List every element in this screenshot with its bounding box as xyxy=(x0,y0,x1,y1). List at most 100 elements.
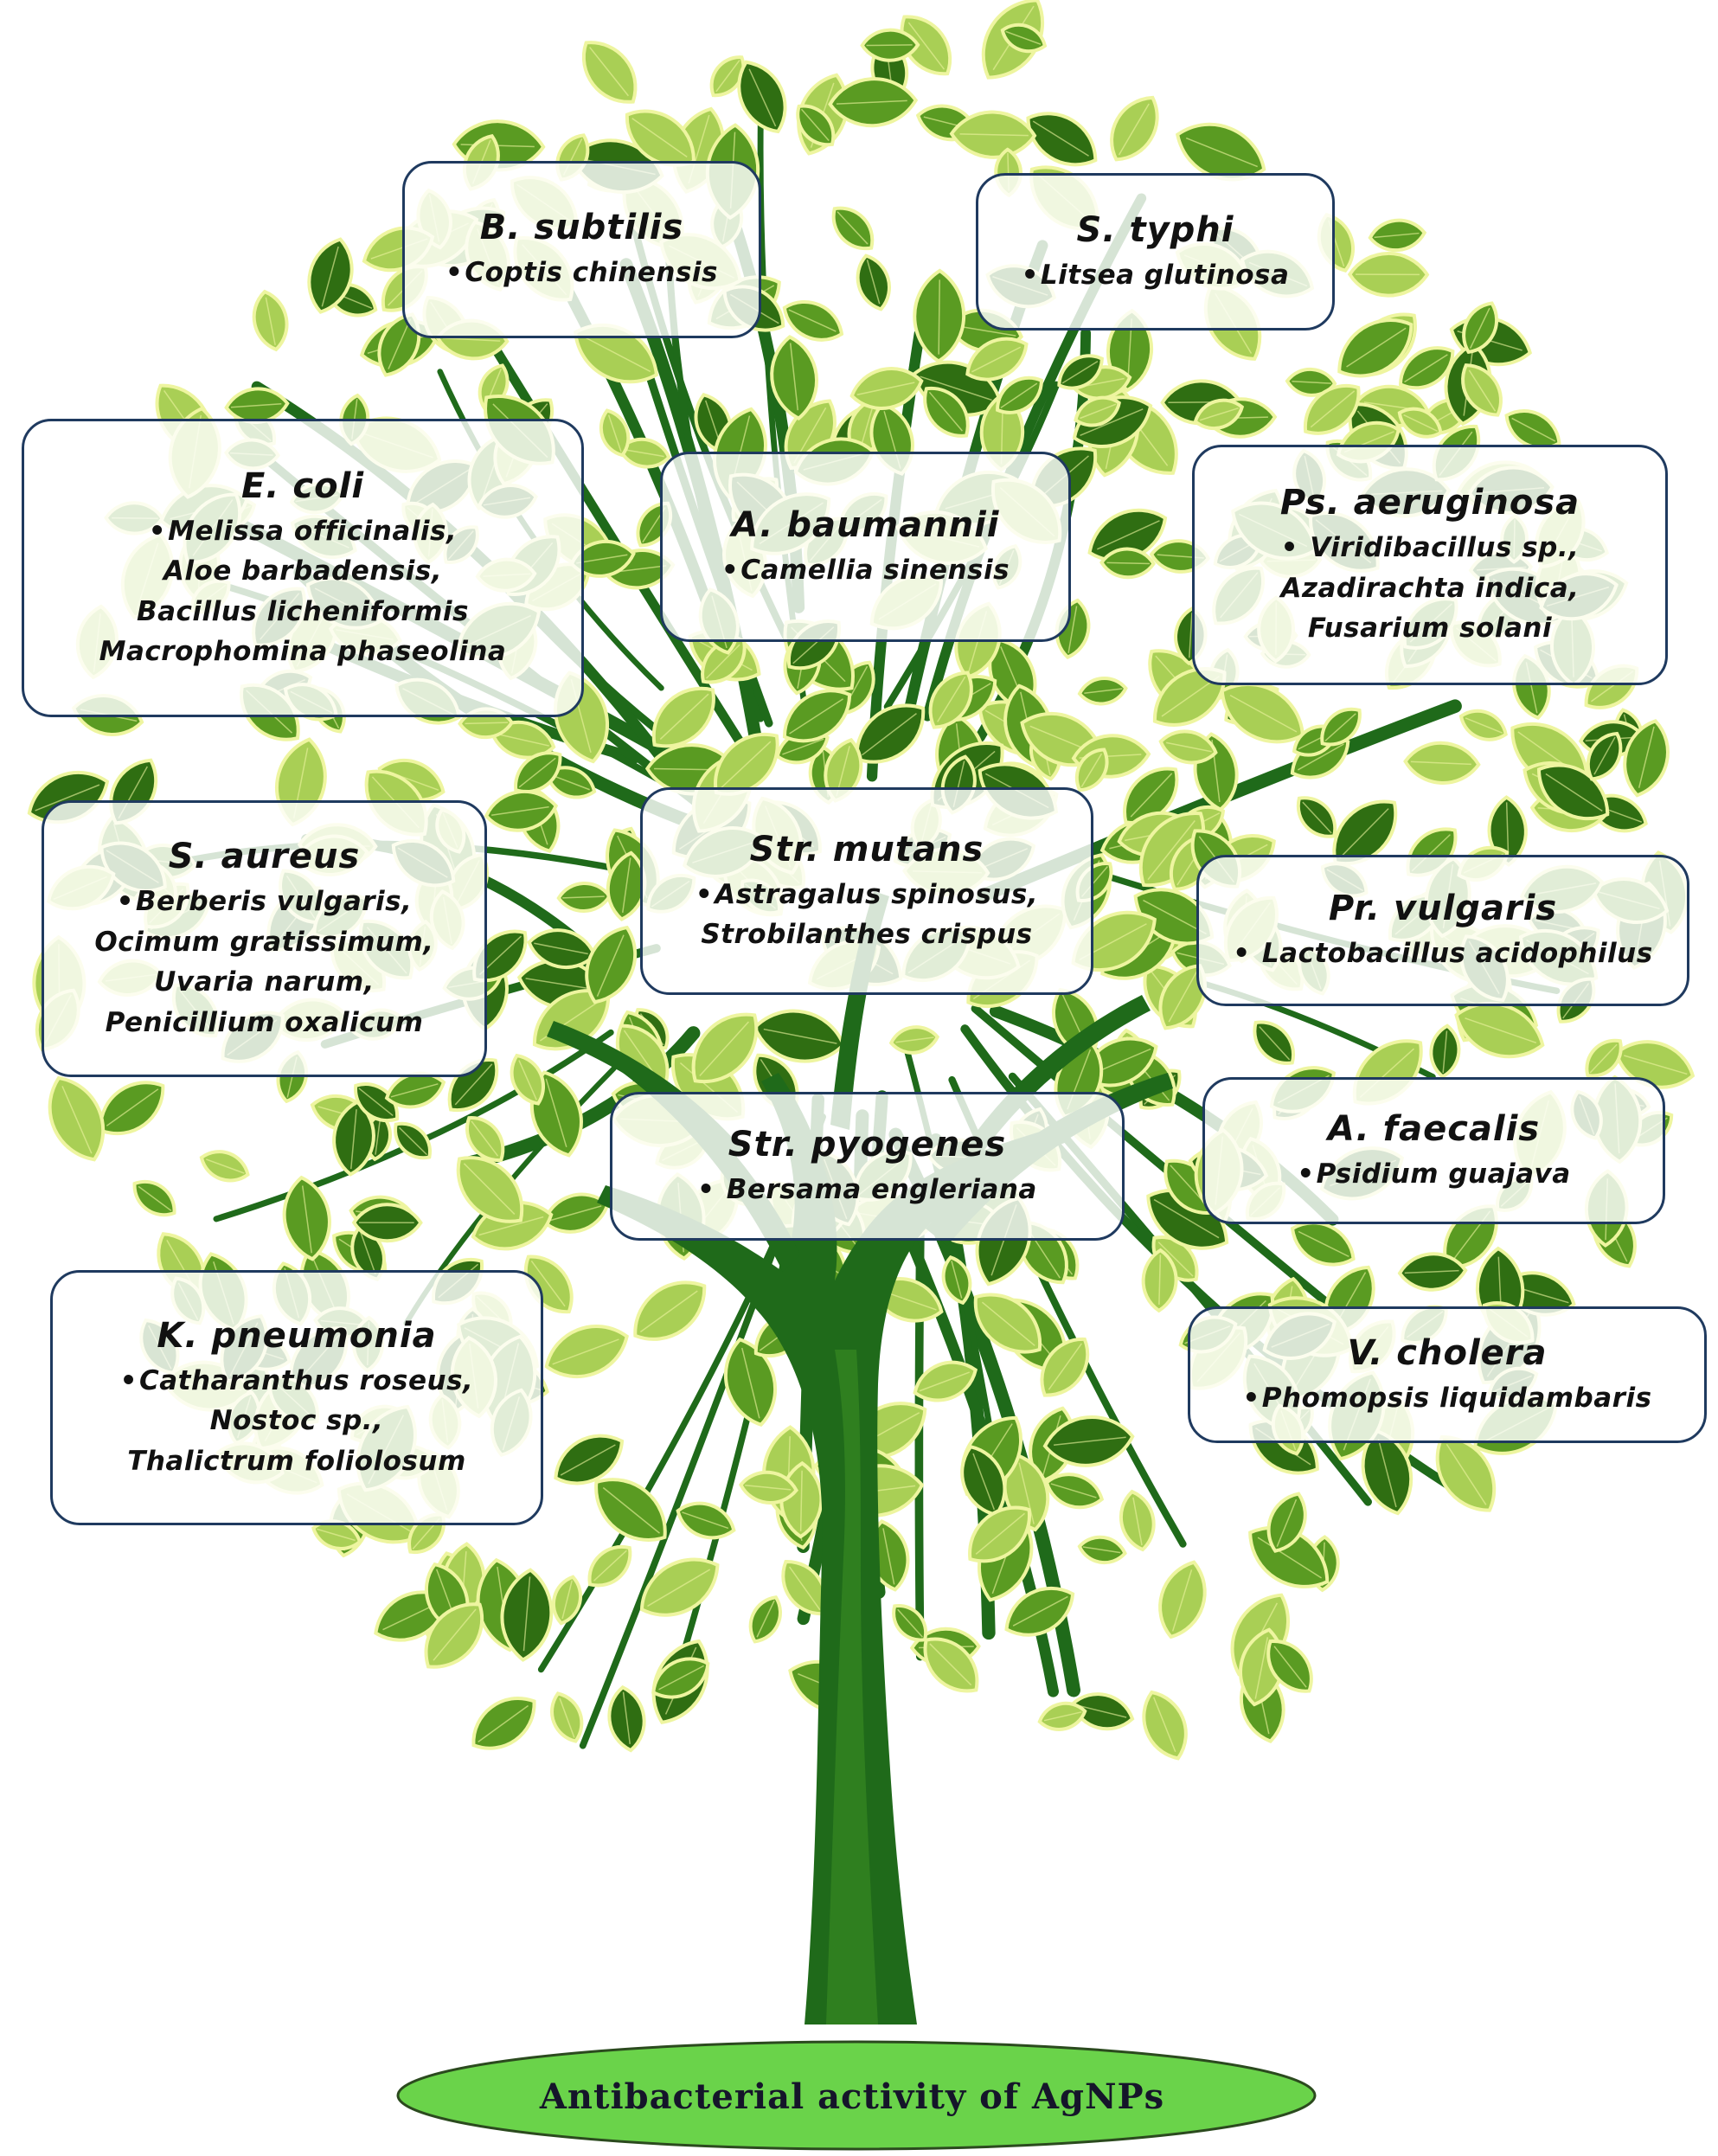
leaf xyxy=(965,337,1029,382)
leaf xyxy=(996,375,1043,414)
leaf xyxy=(968,1505,1031,1563)
source-item: Litsea glutinosa xyxy=(1022,255,1290,296)
leaf xyxy=(639,1557,720,1617)
source-item: Ocimum gratissimum, xyxy=(94,926,434,958)
leaf xyxy=(1077,1535,1127,1565)
leaf xyxy=(1044,1473,1105,1510)
leaf xyxy=(1158,729,1218,765)
leaf xyxy=(1071,910,1157,972)
leaf xyxy=(1040,1337,1090,1397)
leaf xyxy=(607,1684,646,1753)
leaf xyxy=(1074,395,1121,427)
leaf xyxy=(770,335,819,420)
leaf xyxy=(1585,1038,1623,1078)
leaf xyxy=(1304,383,1361,435)
source-item: Thalictrum foliolosum xyxy=(127,1445,466,1477)
source-item: Camellia sinensis xyxy=(721,550,1010,591)
leaf xyxy=(651,1657,710,1699)
source-item: Aloe barbadensis, xyxy=(163,555,443,587)
source-list: Phomopsis liquidambaris xyxy=(1242,1378,1651,1419)
leaf xyxy=(691,1012,759,1084)
leaf xyxy=(1462,301,1498,355)
organism-box-e-coli: E. coliMelissa officinalis,Aloe barbaden… xyxy=(22,419,584,717)
leaf xyxy=(973,1293,1042,1354)
leaf xyxy=(585,925,638,1004)
leaf xyxy=(1193,398,1245,431)
leaf xyxy=(351,1203,423,1243)
leaf xyxy=(48,1075,105,1162)
leaf xyxy=(1586,731,1623,781)
leaf xyxy=(1285,367,1337,397)
leaf xyxy=(941,1255,972,1306)
leaf xyxy=(456,1156,524,1223)
organism-box-str-pyogenes: Str. pyogenes Bersama engleriana xyxy=(610,1092,1125,1241)
source-item: Catharanthus roseus, xyxy=(120,1361,474,1402)
source-list: Catharanthus roseus,Nostoc sp., Thalictru… xyxy=(120,1361,474,1482)
leaf xyxy=(606,850,647,921)
leaf xyxy=(311,1519,362,1551)
leaf xyxy=(252,289,289,352)
leaf xyxy=(928,671,973,729)
organism-title: K. pneumonia xyxy=(157,1315,437,1356)
source-item: Nostoc sp., xyxy=(209,1405,384,1437)
tree-base xyxy=(396,2040,1317,2151)
source-list: Coptis chinensis xyxy=(446,253,718,293)
leaf xyxy=(856,253,891,311)
leaf xyxy=(828,77,919,128)
leaf xyxy=(849,367,924,410)
leaf xyxy=(1253,1020,1296,1065)
leaf xyxy=(1074,748,1109,792)
organism-title: S. aureus xyxy=(168,837,361,876)
organism-box-ps-aeruginosa: Ps. aeruginosa Viridibacillus sp.,Azadir… xyxy=(1192,445,1668,685)
leaf xyxy=(1429,1023,1461,1079)
leaf xyxy=(1175,122,1266,182)
organism-title: Str. mutans xyxy=(749,829,984,869)
leaf xyxy=(1403,741,1481,785)
organism-box-s-typhi: S. typhiLitsea glutinosa xyxy=(976,173,1335,330)
organism-title: E. coli xyxy=(240,465,365,506)
leaf xyxy=(923,1637,979,1693)
leaf xyxy=(510,1053,546,1106)
leaf xyxy=(1337,318,1414,378)
leaf xyxy=(556,882,612,914)
source-item: Melissa officinalis, xyxy=(99,511,507,552)
source-item: Phomopsis liquidambaris xyxy=(1242,1378,1651,1419)
leaf xyxy=(581,41,638,104)
leaf xyxy=(724,1337,777,1428)
leaf xyxy=(1000,22,1048,54)
source-item: Macrophomina phaseolina xyxy=(99,636,507,667)
source-item: Penicillium oxalicum xyxy=(105,1006,424,1038)
leaf xyxy=(1296,796,1337,838)
leaf xyxy=(748,1595,782,1644)
leaf xyxy=(1347,251,1430,298)
leaf xyxy=(1332,799,1398,866)
leaf xyxy=(199,1150,250,1183)
leaf xyxy=(1042,1415,1135,1467)
source-list: Melissa officinalis,Aloe barbadensis,Bac… xyxy=(99,511,507,672)
leaf xyxy=(782,689,852,743)
source-item: Psidium guajava xyxy=(1297,1154,1571,1195)
leaf xyxy=(307,237,354,314)
leaf xyxy=(1361,1428,1414,1516)
leaf xyxy=(709,55,746,98)
leaf xyxy=(1368,218,1427,253)
leaf xyxy=(514,751,562,793)
leaf xyxy=(1110,95,1159,162)
leaf xyxy=(1037,1701,1087,1731)
base-label: Antibacterial activity of AgNPs xyxy=(539,2076,1165,2117)
leaf xyxy=(949,110,1037,159)
leaf xyxy=(1435,1434,1497,1512)
branch xyxy=(537,1191,798,1673)
leaf xyxy=(892,1604,928,1642)
source-list: Camellia sinensis xyxy=(721,550,1010,591)
leaf xyxy=(1504,409,1561,450)
leaf xyxy=(1158,964,1207,1030)
leaf xyxy=(831,206,875,251)
organism-title: B. subtilis xyxy=(479,208,684,248)
organism-box-pr-vulgaris: Pr. vulgaris Lactobacillus acidophilus xyxy=(1196,855,1689,1006)
organism-box-v-cholera: V. choleraPhomopsis liquidambaris xyxy=(1188,1306,1707,1443)
organism-title: Ps. aeruginosa xyxy=(1279,483,1580,523)
leaf xyxy=(1026,112,1098,167)
branch xyxy=(213,1029,614,1222)
